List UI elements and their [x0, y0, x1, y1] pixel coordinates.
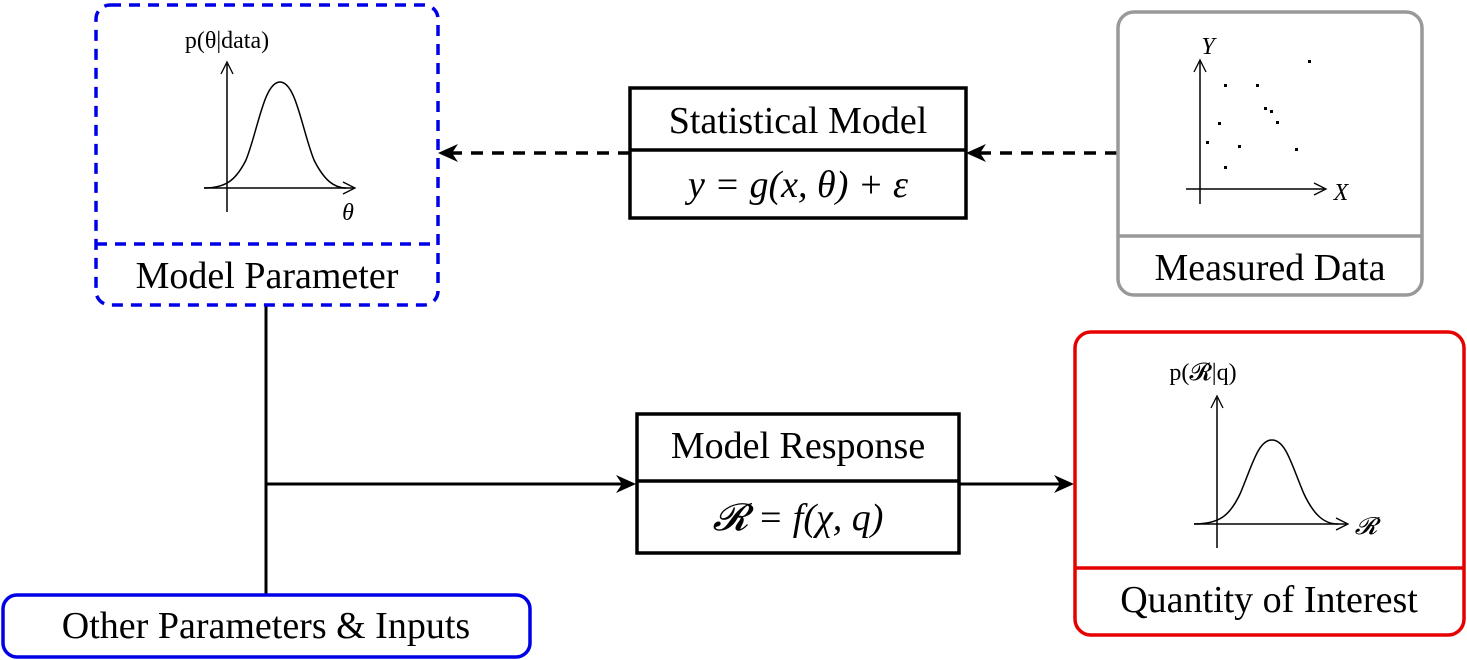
scatter-ylabel: Y: [1201, 34, 1217, 60]
scatter-point: [1264, 107, 1267, 110]
scatter-point: [1308, 60, 1311, 63]
model-response-border: [635, 412, 961, 555]
scatter-point: [1206, 141, 1209, 144]
arrowhead-left-icon: [438, 144, 458, 162]
measured-data-label: Measured Data: [1154, 247, 1385, 289]
model-parameter-node: Model Parameter p(θ|data) θ: [94, 3, 440, 307]
qoi-plot: p(𝓡|q) 𝓡: [1169, 360, 1382, 548]
quantity-of-interest-node: Quantity of Interest p(𝓡|q) 𝓡: [1073, 330, 1466, 637]
qoi-xlabel: 𝓡: [1355, 514, 1382, 540]
scatter-point: [1218, 122, 1221, 125]
scatter-xlabel: X: [1333, 180, 1350, 206]
scatter-points: [1206, 60, 1311, 169]
statistical-model-node: Statistical Model y = g(x, θ) + ε: [628, 86, 968, 220]
statistical-model-equation: y = g(x, θ) + ε: [684, 164, 908, 206]
quantity-of-interest-label: Quantity of Interest: [1120, 579, 1418, 621]
qoi-density-curve: [1193, 439, 1339, 525]
posterior-x-arrow-icon: [342, 181, 357, 195]
statistical-model-title: Statistical Model: [669, 100, 928, 142]
scatter-point: [1270, 110, 1273, 113]
model-response-equation: 𝓡 = f(χ, q): [713, 497, 884, 539]
measured-data-node: Measured Data Y X: [1116, 10, 1424, 297]
posterior-xlabel: θ: [342, 200, 354, 226]
scatter-x-arrow-icon: [1313, 182, 1328, 196]
arrowhead-right-icon: [616, 475, 636, 493]
connectors: [264, 144, 1117, 595]
scatter-y-arrow-icon: [1193, 58, 1207, 73]
other-inputs-border: [1, 593, 532, 659]
scatter-point: [1224, 166, 1227, 169]
posterior-ylabel: p(θ|data): [185, 28, 269, 54]
posterior-y-arrow-icon: [220, 60, 234, 75]
model-parameter-label: Model Parameter: [136, 255, 399, 297]
model-response-node: Model Response 𝓡 = f(χ, q): [635, 412, 961, 555]
other-inputs-label: Other Parameters & Inputs: [62, 605, 470, 647]
scatter-point: [1256, 84, 1259, 87]
arrowhead-left-icon: [966, 144, 986, 162]
statistical-model-border: [628, 86, 968, 220]
qoi-y-arrow-icon: [1210, 394, 1224, 409]
model-parameter-border: [94, 3, 440, 307]
other-inputs-node: Other Parameters & Inputs: [1, 593, 532, 659]
scatter-point: [1295, 148, 1298, 151]
quantity-of-interest-border: [1073, 330, 1466, 637]
scatter-plot: Y X: [1186, 34, 1350, 206]
scatter-point: [1224, 84, 1227, 87]
posterior-plot: p(θ|data) θ: [185, 28, 357, 226]
qoi-x-arrow-icon: [1335, 517, 1350, 531]
measured-data-border: [1116, 10, 1424, 297]
model-response-title: Model Response: [671, 425, 925, 467]
posterior-density-curve: [203, 81, 347, 189]
arrowhead-right-icon: [1054, 475, 1074, 493]
scatter-point: [1276, 121, 1279, 124]
scatter-point: [1238, 145, 1241, 148]
qoi-ylabel: p(𝓡|q): [1169, 360, 1236, 386]
